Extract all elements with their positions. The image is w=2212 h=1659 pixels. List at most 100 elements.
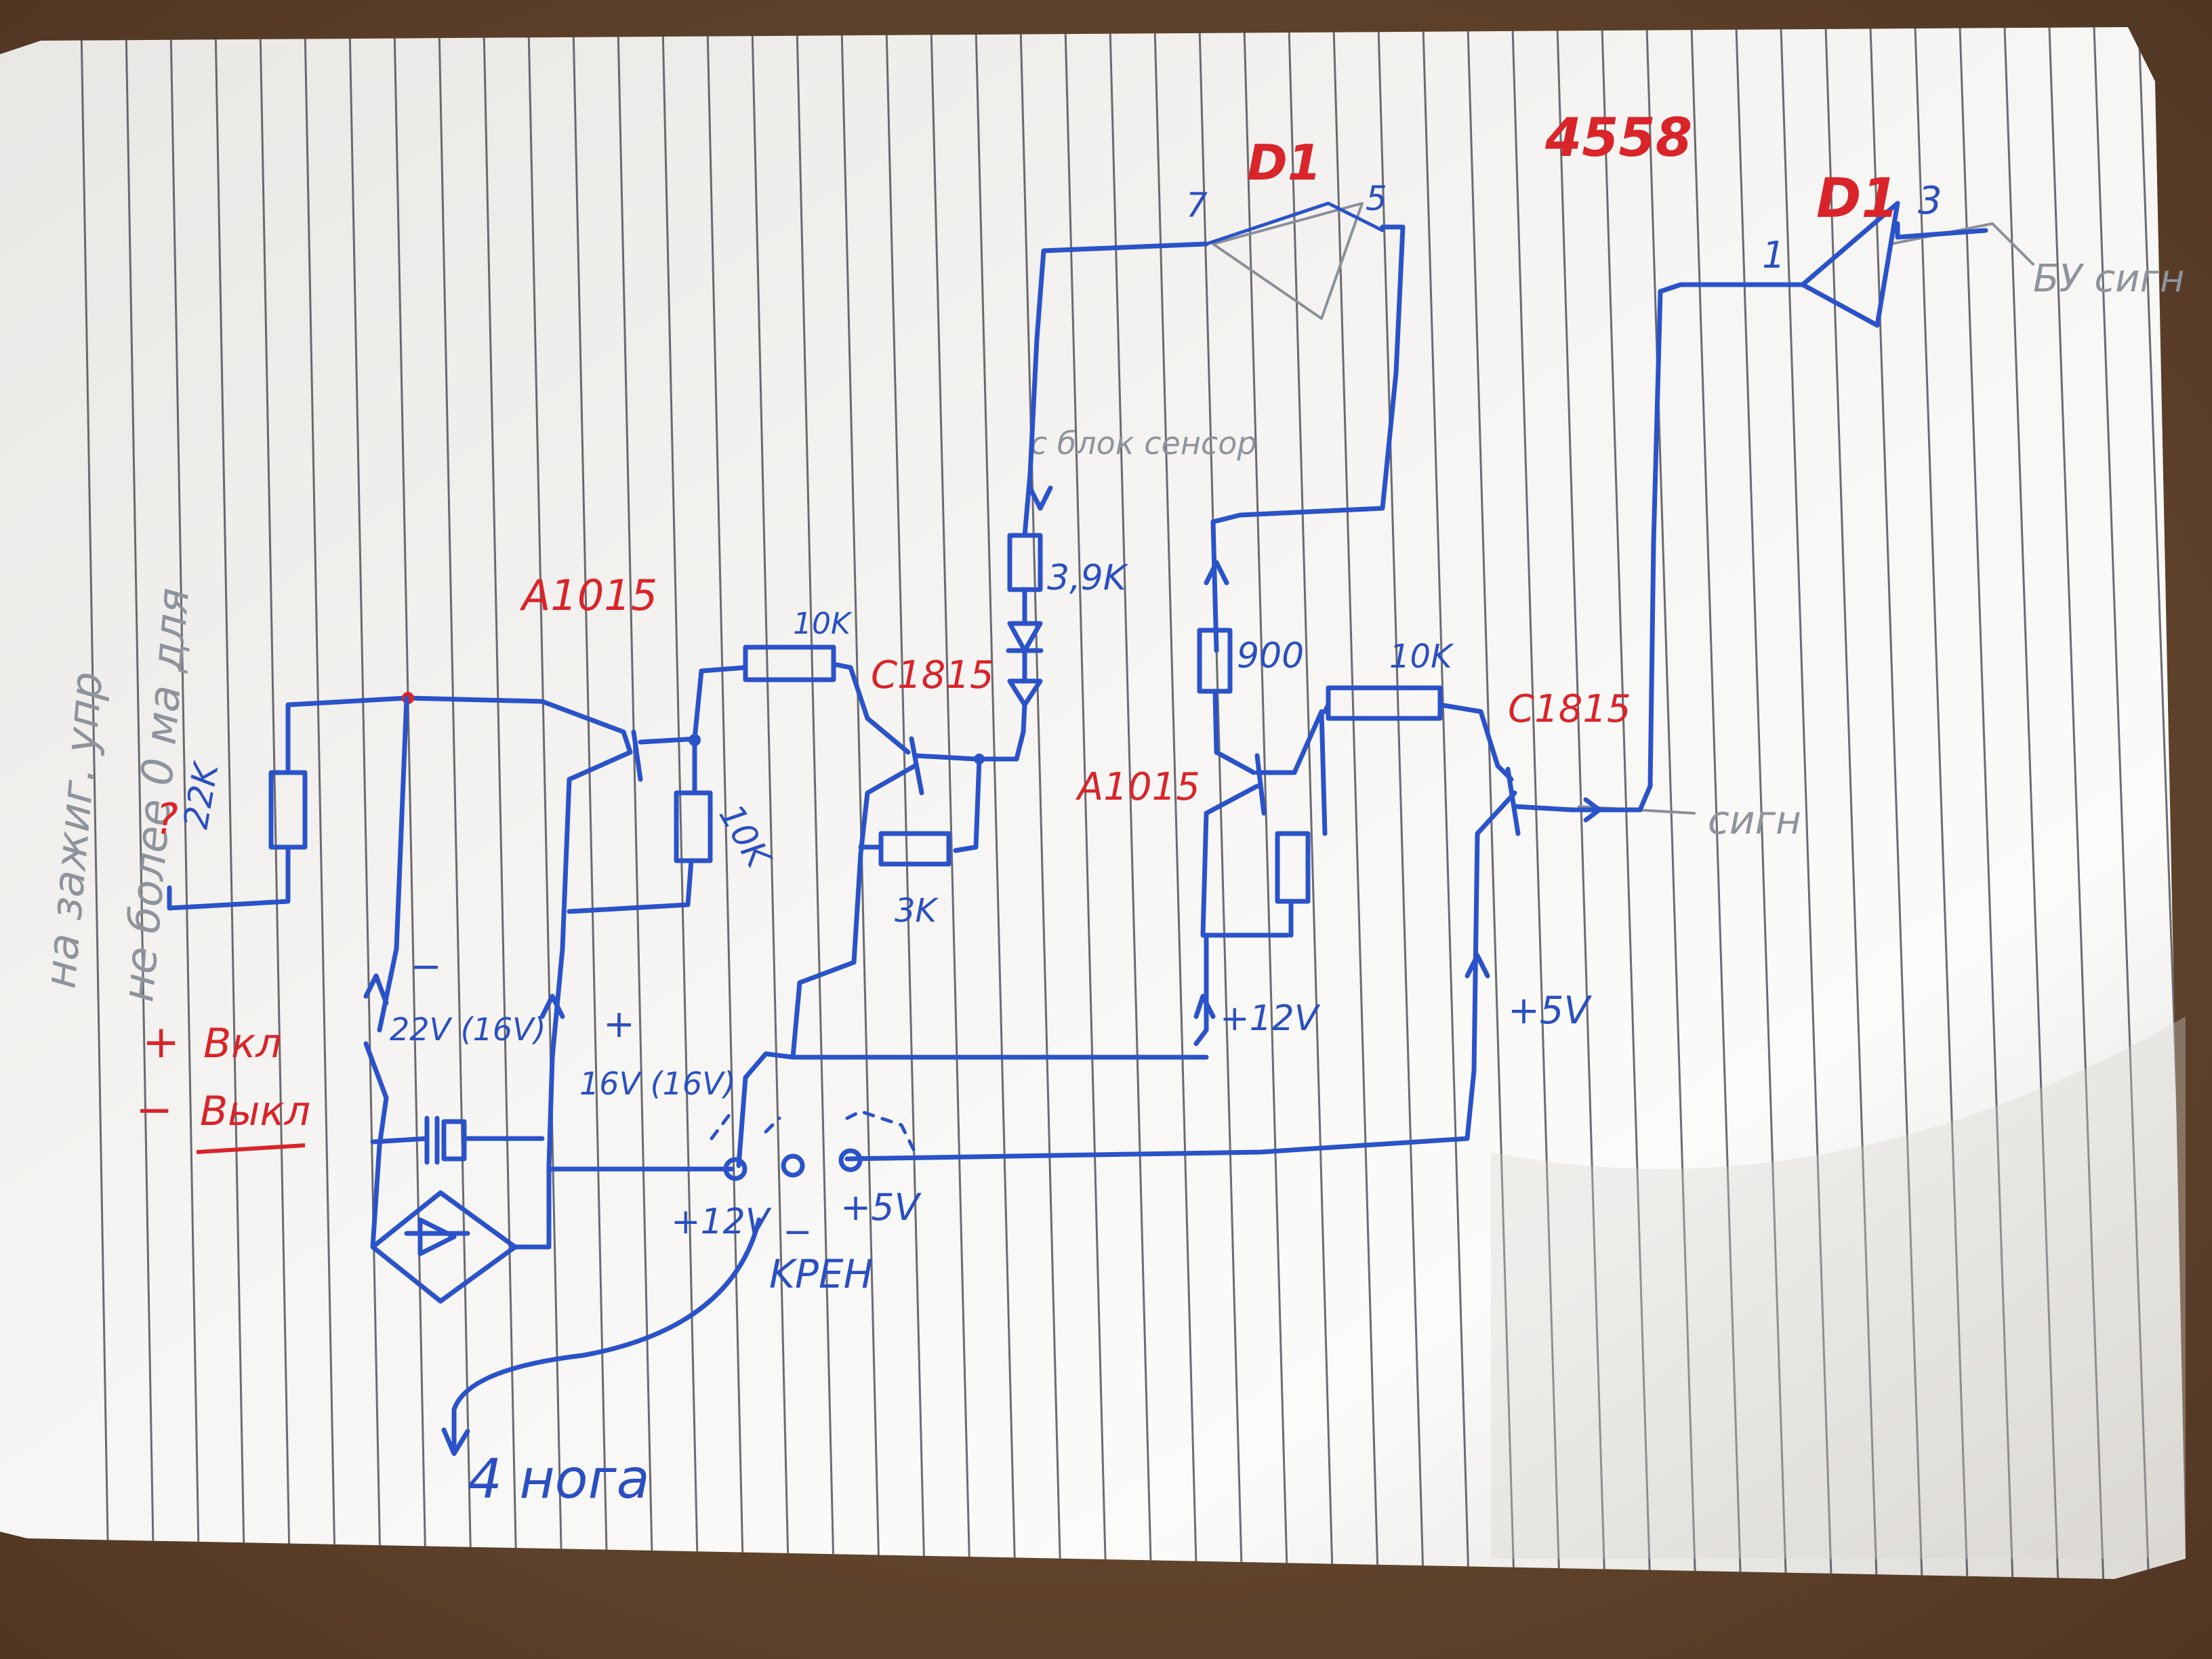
ruled-line — [1109, 27, 1153, 1579]
wire-opamp-right-out — [1895, 221, 1988, 240]
schematic-wires — [167, 201, 1988, 1456]
label-minus-bottom: − — [783, 1212, 813, 1252]
wire-to-opamp-right — [1637, 282, 1805, 813]
label-top-chip-left: D1 — [1247, 134, 1322, 191]
transistor-rnpn-emitter — [1465, 790, 1517, 1141]
arrow-12v-right — [1193, 994, 1216, 1019]
label-cap-left: 22V (16V) — [390, 1011, 546, 1048]
arrow-39k — [1027, 485, 1053, 511]
wire-cap-left — [363, 1041, 389, 1250]
label-cap-right: 16V (16V) — [579, 1065, 736, 1102]
ruled-line — [393, 27, 427, 1579]
ruled-line — [1153, 27, 1198, 1579]
bridge-diode-symbol — [404, 1217, 470, 1256]
pencil-block-sensor-label: с блок сенсор — [1030, 425, 1257, 462]
ruled-line — [885, 27, 926, 1579]
transistor-rpnp-bar — [1254, 753, 1267, 816]
label-vykl: Выкл — [200, 1088, 310, 1135]
ruled-line — [1959, 27, 2014, 1579]
label-transistor-right-pnp: A1015 — [1076, 765, 1200, 809]
ruled-line — [751, 27, 790, 1579]
wire-top-rail — [285, 695, 633, 755]
label-plus-sign: + — [142, 1016, 180, 1068]
wire-diode-bottom — [1021, 702, 1027, 735]
arrow-5v-right — [1465, 953, 1490, 979]
cap-left-plate — [370, 1115, 440, 1165]
ruled-line — [1869, 27, 1923, 1579]
arrow-cap-right — [539, 994, 565, 1019]
label-pin-3: 3 — [1918, 179, 1942, 223]
paper-sheet — [0, 27, 2186, 1579]
underline-vykl — [196, 1143, 306, 1154]
opamp-right — [1800, 201, 1900, 328]
ruled-line — [1377, 27, 1425, 1579]
label-cap-minus: − — [410, 945, 442, 989]
ruled-line — [617, 27, 654, 1579]
ruled-line — [661, 27, 699, 1579]
ruled-line — [1511, 27, 1561, 1579]
pencil-signal-label: сигн — [1708, 797, 1801, 843]
transistor-rpnp-base — [1254, 709, 1328, 836]
ruled-line — [840, 27, 880, 1579]
ruled-line — [259, 27, 291, 1579]
ruled-line — [1332, 27, 1379, 1579]
label-question: ? — [156, 794, 178, 844]
label-plus-12v-right: +12V — [1220, 998, 1321, 1039]
label-minus-sign: − — [136, 1084, 173, 1136]
kren-terminal-5v — [838, 1148, 863, 1172]
ruled-line — [1824, 27, 1878, 1579]
wire-12v-bus — [736, 1051, 1209, 1168]
ruled-line — [1914, 27, 1969, 1579]
wire-10k-v-bottom — [567, 858, 694, 914]
wire-10k-top-right — [831, 661, 911, 755]
ruled-line — [1645, 27, 1696, 1579]
label-res-10k-right: 10K — [1389, 638, 1454, 676]
wire-opamp-left-out — [1237, 224, 1406, 518]
transistor-mid-collector — [912, 729, 1026, 762]
label-plus-5v-right: +5V — [1508, 989, 1593, 1033]
transistor-rnpn-bar — [1505, 766, 1521, 836]
ruled-line — [304, 27, 336, 1579]
ruled-line — [1019, 27, 1062, 1579]
arrow-cap-left — [363, 973, 389, 1006]
transistor-rnpn-collector — [1512, 804, 1643, 813]
ruled-line — [1601, 27, 1652, 1579]
opamp-left-line — [1204, 201, 1385, 246]
transistor-left-base — [638, 736, 701, 745]
label-4-noga: 4 нога — [468, 1448, 650, 1511]
ruled-line — [975, 27, 1017, 1579]
ruled-line — [483, 27, 518, 1579]
arrow-signal — [1583, 797, 1602, 823]
label-vkl: Вкл — [203, 1020, 282, 1067]
ruled-line — [80, 27, 110, 1579]
label-plus-12v-bottom: +12V — [671, 1202, 772, 1242]
label-pin-7: 7 — [1186, 186, 1208, 225]
transistor-mid-emitter — [790, 763, 918, 1060]
ruled-line — [438, 27, 472, 1579]
wire-22k-bottom — [167, 844, 291, 911]
ruled-line — [706, 27, 745, 1579]
pencil-opamp-left — [1212, 202, 1364, 320]
label-transistor-left: A1015 — [519, 571, 657, 620]
ruled-line — [2093, 27, 2150, 1579]
ruled-lines — [80, 27, 2186, 1579]
label-res-900: 900 — [1237, 636, 1304, 676]
ruled-line — [1288, 27, 1334, 1579]
label-res-39k: 3,9K — [1047, 558, 1129, 598]
ruled-line — [1064, 27, 1107, 1579]
ruled-line — [2048, 27, 2105, 1579]
ruled-line — [214, 27, 246, 1579]
arrow-900 — [1204, 560, 1229, 586]
ruled-line — [125, 27, 155, 1579]
kren-outline — [710, 1109, 917, 1154]
label-top-chip-right: D1 — [1816, 167, 1899, 230]
transistor-left-base-bar — [631, 729, 643, 782]
ruled-line — [572, 27, 609, 1579]
wire-900-top — [1210, 512, 1243, 653]
label-pin-5: 5 — [1366, 179, 1387, 218]
wire-4-noga — [451, 1217, 762, 1453]
label-res-3k: 3K — [895, 892, 939, 930]
wire-10k-top-left — [692, 665, 748, 741]
